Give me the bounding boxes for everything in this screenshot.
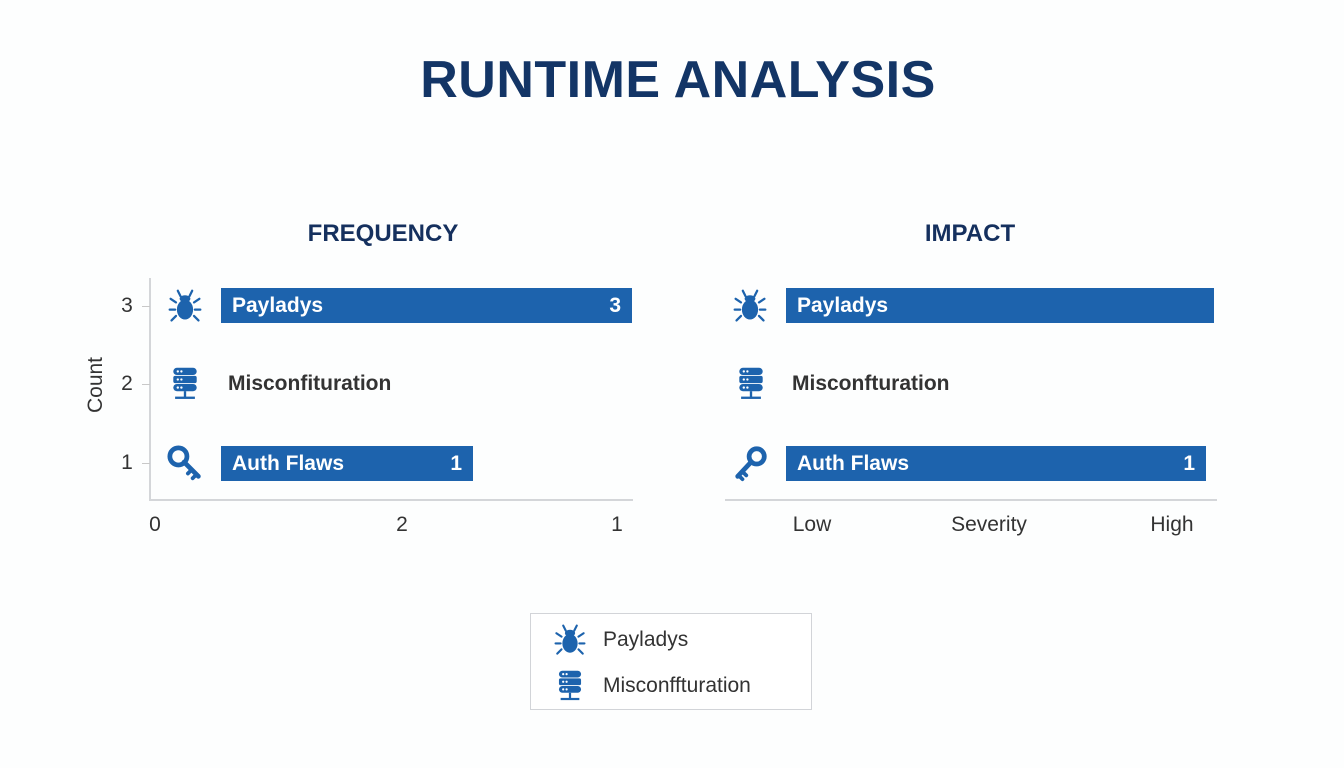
bar-value: 3 [609,293,621,317]
bug-icon [167,288,203,324]
page-title: RUNTIME ANALYSIS [420,51,936,109]
server-icon [167,366,203,402]
bar-label: Payladys [232,293,324,317]
bar-label: Auth Flaws [797,451,910,475]
frequency-bar-payladys[interactable]: Payladys 3 [221,288,632,323]
frequency-y-tick: 2 [121,372,133,395]
frequency-chart-title: FREQUENCY [307,220,459,247]
frequency-row-label-misconfituration: Misconfituration [228,372,392,395]
frequency-x-axis [149,499,633,501]
frequency-y-tick-mark [142,463,150,464]
impact-bar-auth-flaws[interactable]: Auth Flaws 1 [786,446,1206,481]
frequency-x-tick: 0 [149,513,161,536]
impact-bar-payladys[interactable]: Payladys [786,288,1214,323]
bar-value: 1 [450,451,462,475]
key-icon [167,445,205,483]
frequency-y-tick-mark [142,306,150,307]
frequency-bar-auth-flaws[interactable]: Auth Flaws 1 [221,446,473,481]
impact-row-label-misconfturation: Misconfturation [792,372,950,395]
impact-x-axis [725,499,1217,501]
frequency-y-axis-label: Count [84,356,107,414]
frequency-x-tick: 2 [396,513,408,536]
frequency-x-tick: 1 [611,513,623,536]
bar-label: Payladys [797,293,889,317]
bug-icon [553,623,587,657]
legend: Payladys Misconffturation [530,613,812,710]
legend-item-misconffturation[interactable]: Misconffturation [553,669,751,703]
bar-label: Auth Flaws [232,451,345,475]
bar-value: 1 [1183,451,1195,475]
impact-x-tick-high: High [1150,513,1194,536]
server-icon [733,366,769,402]
impact-x-tick-severity: Severity [951,513,1027,536]
impact-x-tick-low: Low [792,513,832,536]
frequency-y-tick-mark [142,384,150,385]
server-icon [553,669,587,703]
key-icon [732,445,770,483]
frequency-y-tick: 3 [121,294,133,317]
legend-label: Payladys [603,628,689,651]
frequency-y-tick: 1 [121,451,133,474]
legend-label: Misconffturation [603,674,751,697]
frequency-y-axis [149,278,151,500]
bug-icon [732,288,768,324]
impact-chart-title: IMPACT [924,220,1016,247]
legend-item-payladys[interactable]: Payladys [553,623,688,657]
